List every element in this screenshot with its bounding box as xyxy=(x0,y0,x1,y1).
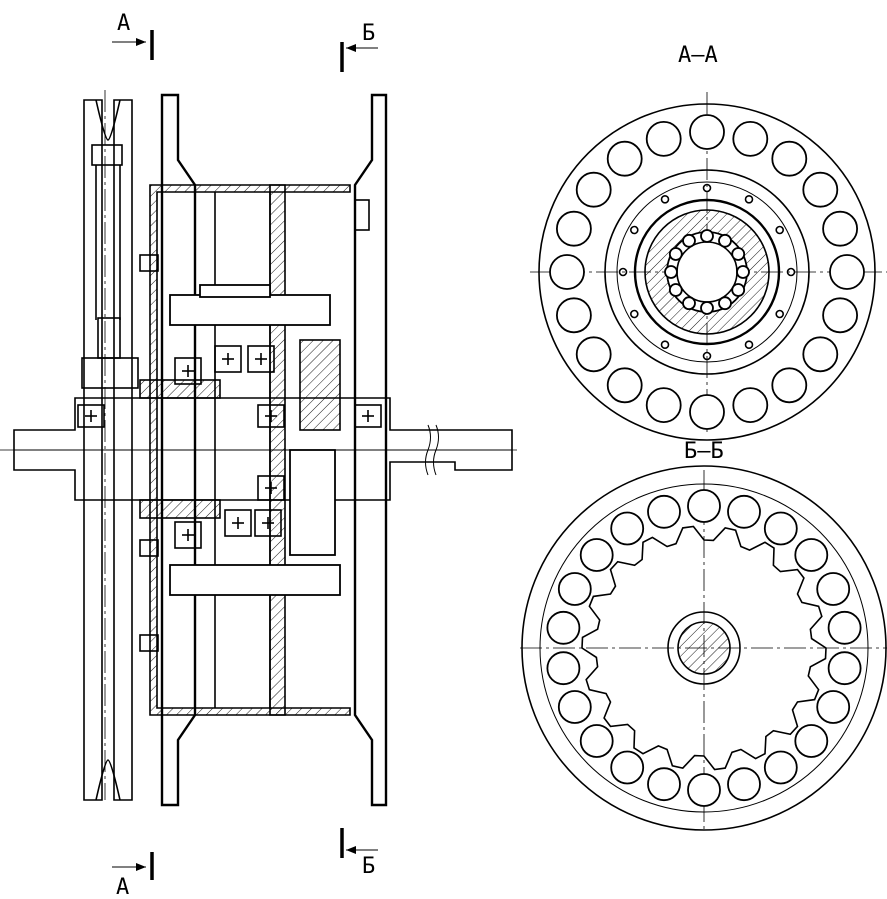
rollers-a xyxy=(549,114,865,430)
roller xyxy=(546,651,581,686)
roller xyxy=(647,767,681,802)
roller xyxy=(575,336,612,373)
roller xyxy=(829,254,865,290)
roller xyxy=(732,387,769,424)
roller xyxy=(610,511,645,546)
ball xyxy=(664,265,678,279)
bolt-hole xyxy=(775,309,785,319)
bolt-hole xyxy=(629,225,639,235)
view-title: Б–Б xyxy=(684,439,724,464)
ball xyxy=(668,247,683,261)
roller xyxy=(794,538,829,572)
roller xyxy=(687,489,721,523)
roller xyxy=(794,724,829,758)
section-mark-a-top: А xyxy=(112,11,154,60)
ball xyxy=(731,247,746,261)
section-letter: Б xyxy=(362,21,375,46)
bolt-hole xyxy=(660,340,670,350)
ball xyxy=(731,283,746,297)
roller xyxy=(575,171,612,208)
section-a-a-view: А–А xyxy=(530,43,887,441)
roller xyxy=(549,254,585,290)
roller xyxy=(827,651,862,686)
bolt-hole xyxy=(786,267,796,277)
section-mark-a-bottom: А xyxy=(112,852,154,899)
roller xyxy=(606,140,643,177)
roller xyxy=(816,572,851,606)
roller xyxy=(645,387,682,424)
section-letter: Б xyxy=(362,854,375,879)
roller xyxy=(802,336,839,373)
view-title: А–А xyxy=(678,43,718,68)
bolt-holes-a xyxy=(618,183,796,361)
roller xyxy=(771,367,808,404)
roller xyxy=(822,210,858,247)
roller xyxy=(645,120,682,157)
roller xyxy=(727,494,761,529)
bearings-upper xyxy=(77,345,382,428)
ball xyxy=(718,233,732,248)
ball-bearing-a xyxy=(664,229,750,315)
roller xyxy=(557,572,592,606)
roller xyxy=(606,367,643,404)
bolt-hole xyxy=(702,183,712,193)
roller xyxy=(557,690,592,724)
roller xyxy=(816,690,851,724)
roller xyxy=(546,610,581,645)
section-letter: А xyxy=(117,11,130,36)
roller xyxy=(822,297,858,334)
roller xyxy=(610,750,645,785)
bolt-hole xyxy=(660,195,670,204)
roller xyxy=(689,394,725,430)
roller xyxy=(556,297,592,334)
bolt-hole xyxy=(744,195,754,204)
roller xyxy=(727,767,761,802)
ball xyxy=(682,296,696,311)
bolt-hole xyxy=(702,351,712,361)
roller xyxy=(763,750,798,785)
roller xyxy=(827,610,862,645)
roller xyxy=(689,114,725,150)
roller xyxy=(647,494,681,529)
roller xyxy=(802,171,839,208)
bearings-lower xyxy=(174,475,285,549)
ball xyxy=(736,265,750,279)
ball xyxy=(700,301,714,315)
ball xyxy=(682,233,696,248)
roller xyxy=(556,210,592,247)
roller xyxy=(579,538,614,572)
section-b-b-view: Б–Б xyxy=(520,439,887,831)
bolt-hole xyxy=(744,340,754,350)
bolt-hole xyxy=(618,267,628,277)
roller xyxy=(732,120,769,157)
longitudinal-section xyxy=(0,90,520,807)
roller xyxy=(579,724,614,758)
section-mark-b-top: Б xyxy=(340,21,378,72)
bolt-hole xyxy=(629,309,639,319)
section-mark-b-bottom: Б xyxy=(340,828,378,879)
ball xyxy=(668,283,683,297)
ball xyxy=(718,296,732,311)
roller xyxy=(763,511,798,546)
rollers-b xyxy=(546,489,862,807)
roller xyxy=(771,140,808,177)
ball xyxy=(700,229,714,243)
internal-gear xyxy=(581,525,827,771)
section-letter: А xyxy=(116,875,129,899)
roller xyxy=(687,773,721,807)
bolt-hole xyxy=(775,225,785,235)
